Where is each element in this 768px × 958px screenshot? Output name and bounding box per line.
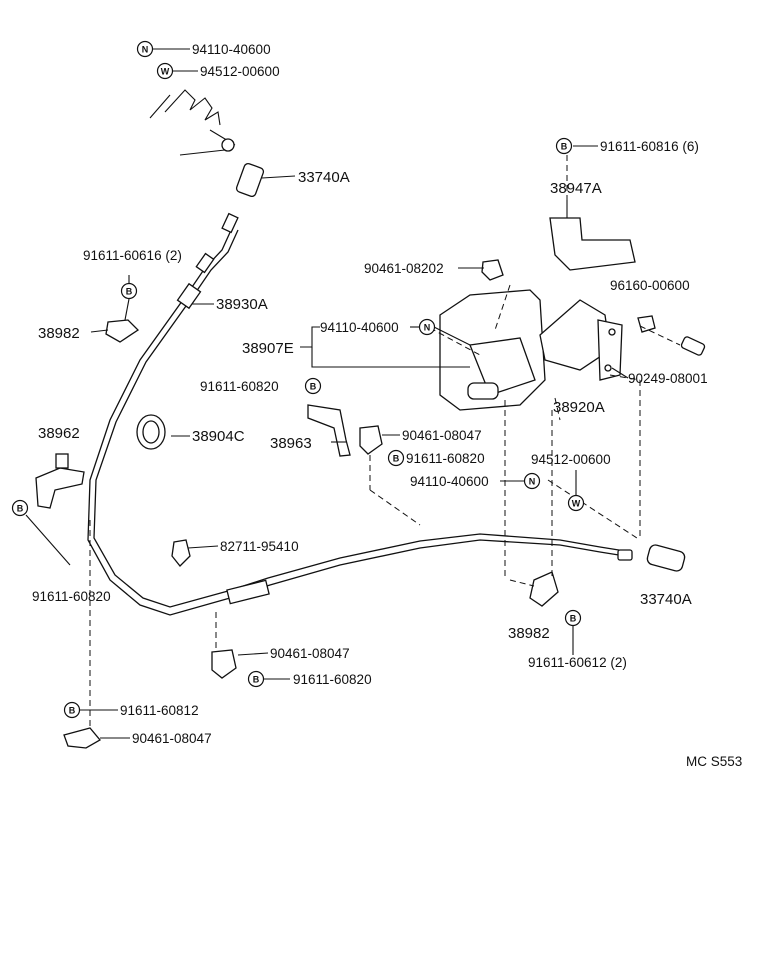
- bolt-symbol-820a: B: [304, 377, 322, 395]
- part-38920a-body: [439, 289, 623, 411]
- diagram-code: MC S553: [686, 754, 742, 769]
- part-90461-08047-c: [63, 727, 101, 749]
- part-38904c: [136, 414, 166, 450]
- svg-text:W: W: [572, 499, 581, 509]
- label-91611-60820-d: 91611-60820: [293, 672, 372, 687]
- part-90461-08047-a: [359, 425, 383, 455]
- label-90461-08047-c: 90461-08047: [132, 731, 212, 746]
- nut-symbol-top: N: [136, 40, 154, 58]
- label-38930a: 38930A: [216, 296, 268, 313]
- cable-sleeve: [226, 579, 270, 605]
- washer-symbol-low: W: [567, 494, 585, 512]
- label-82711-95410: 82711-95410: [220, 539, 299, 554]
- label-94110-40600-mid: 94110-40600: [320, 320, 399, 335]
- reference-lines: [89, 284, 681, 728]
- label-91611-60812: 91611-60812: [120, 703, 199, 718]
- leader-lines: [25, 48, 629, 739]
- cable-end-fitting: [221, 212, 239, 234]
- label-90249-08001: 90249-08001: [628, 371, 708, 386]
- svg-text:N: N: [424, 323, 431, 333]
- upper-linkage: [149, 89, 296, 198]
- label-38982-right: 38982: [508, 625, 550, 642]
- part-38963: [307, 404, 351, 457]
- assembly-plate: [597, 319, 623, 381]
- label-38963: 38963: [270, 435, 312, 452]
- svg-text:B: B: [310, 382, 317, 392]
- washer-symbol-top: W: [156, 62, 174, 80]
- cable-38930a: [87, 212, 626, 616]
- svg-text:B: B: [126, 287, 133, 297]
- part-38982-right: [529, 571, 559, 607]
- svg-text:N: N: [529, 477, 536, 487]
- part-90461-08202: [481, 259, 504, 281]
- bolt-symbol-820c: B: [11, 499, 29, 517]
- label-91611-60616: 91611-60616 (2): [83, 248, 182, 263]
- svg-text:B: B: [69, 706, 76, 716]
- part-33740a-low: [617, 544, 686, 572]
- svg-text:B: B: [561, 142, 568, 152]
- bolt-symbol-812: B: [63, 701, 81, 719]
- label-90461-08047-a: 90461-08047: [402, 428, 482, 443]
- part-82711-95410: [171, 539, 191, 567]
- assembly-shaft: [467, 382, 499, 400]
- label-94512-00600-mid: 94512-00600: [531, 452, 611, 467]
- svg-text:B: B: [17, 504, 24, 514]
- part-33740a-top: [235, 162, 265, 198]
- label-91611-60612: 91611-60612 (2): [528, 655, 627, 670]
- bolt-symbol-820d: B: [247, 670, 265, 688]
- label-33740a-low: 33740A: [640, 591, 692, 608]
- label-96160-00600: 96160-00600: [610, 278, 690, 293]
- label-94512-00600-top: 94512-00600: [200, 64, 280, 79]
- part-38982-left: [105, 319, 140, 343]
- part-labels: 94110-40600 94512-00600 33740A 91611-608…: [32, 42, 742, 769]
- bolt-symbol-612: B: [564, 609, 582, 627]
- svg-text:N: N: [142, 45, 149, 55]
- cable-sleeve-mid: [195, 252, 215, 274]
- bolt-symbol-616: B: [120, 282, 138, 300]
- part-38947a: [549, 155, 636, 271]
- linkage-pivot: [221, 138, 235, 152]
- cable-sleeve-upper: [176, 282, 202, 310]
- label-94110-40600-top: 94110-40600: [192, 42, 271, 57]
- svg-text:B: B: [570, 614, 577, 624]
- bolt-symbol-816: B: [555, 137, 573, 155]
- svg-text:W: W: [161, 67, 170, 77]
- label-38962: 38962: [38, 425, 80, 442]
- symbol-markers: N W B B N B B N W B B B B: [11, 40, 585, 719]
- svg-text:B: B: [393, 454, 400, 464]
- label-38907e: 38907E: [242, 340, 294, 357]
- label-38904c: 38904C: [192, 428, 245, 445]
- label-90461-08202: 90461-08202: [364, 261, 444, 276]
- label-91611-60820-c: 91611-60820: [32, 589, 111, 604]
- label-91611-60820-a: 91611-60820: [200, 379, 279, 394]
- label-38982-left: 38982: [38, 325, 80, 342]
- nut-symbol-mid: N: [418, 318, 436, 336]
- part-96160-00600: [637, 315, 656, 333]
- label-38947a: 38947A: [550, 180, 602, 197]
- bolt-symbol-820b: B: [387, 449, 405, 467]
- label-91611-60816: 91611-60816 (6): [600, 139, 699, 154]
- label-90461-08047-b: 90461-08047: [270, 646, 350, 661]
- label-91611-60820-b: 91611-60820: [406, 451, 485, 466]
- part-38962: [35, 453, 85, 509]
- label-94110-40600-low: 94110-40600: [410, 474, 489, 489]
- svg-text:B: B: [253, 675, 260, 685]
- label-33740a-top: 33740A: [298, 169, 350, 186]
- label-38920a: 38920A: [553, 399, 605, 416]
- nut-symbol-low: N: [523, 472, 541, 490]
- part-90249-08001: [680, 336, 706, 356]
- part-90461-08047-b: [211, 649, 237, 679]
